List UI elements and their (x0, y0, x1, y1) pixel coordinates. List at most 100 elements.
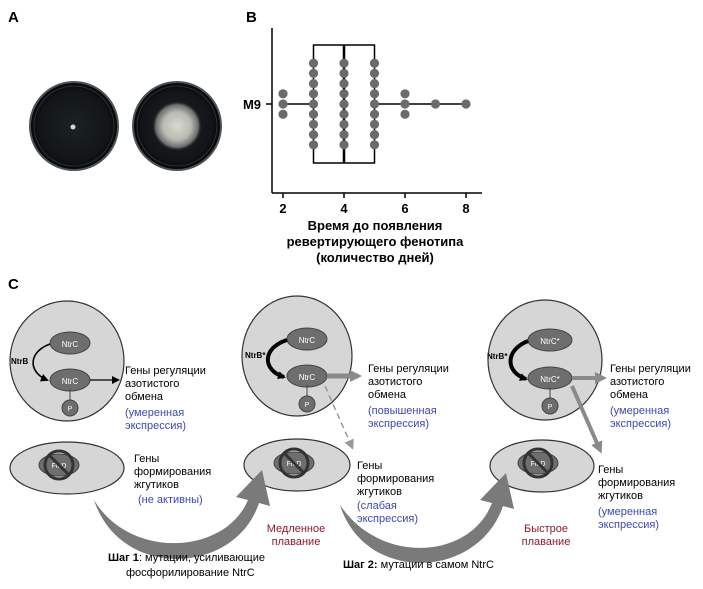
nitrogen-genes-1-line3: обмена (125, 391, 164, 403)
step-1-rest: : мутации, усиливающие (139, 552, 265, 564)
nitrogen-genes-2-line2: азотистого (368, 376, 422, 388)
step-1-caption-line1: Шаг 1: мутации, усиливающие (108, 552, 265, 564)
swim-speed-3-line1: Быстрое (524, 523, 568, 535)
no-entry-icon (522, 447, 554, 479)
swarm-box-chart: M9 2 4 6 8 Время до появления ревертирующег… (243, 28, 482, 265)
data-point (369, 79, 380, 89)
flagella-genes-1-line1: Гены (134, 453, 159, 465)
flagella-genes-2-line2: формирования (357, 473, 434, 485)
cell-body (9, 300, 125, 422)
data-point (400, 99, 410, 109)
flagella-genes-2-line3: жгутиков (357, 486, 402, 498)
cell-1: NtrC NtrC P NtrB FlhD (9, 300, 125, 495)
phosphorylation-arrow-strong (265, 338, 288, 379)
step-1-caption-line2: фосфорилирование NtrC (126, 567, 255, 579)
x-tick-label: 4 (340, 201, 348, 216)
nitrogen-expr-1-line1: (умеренная (125, 407, 184, 419)
data-point (339, 89, 349, 99)
data-point (369, 109, 380, 119)
cell-body (241, 295, 353, 417)
no-entry-icon (43, 449, 75, 481)
nitrogen-genes-1-line1: Гены регуляции (125, 365, 206, 377)
petri-dish-left (29, 81, 119, 171)
x-tick-label: 6 (401, 201, 408, 216)
flagella-genes-2-line1: Гены (357, 460, 382, 472)
data-point (339, 58, 349, 68)
swim-speed-2-line1: Медленное (267, 523, 326, 535)
x-tick-label: 2 (279, 201, 286, 216)
no-entry-icon (278, 447, 310, 479)
nitrogen-expr-2-line1: (повышенная (368, 405, 437, 417)
cell-2: NtrC NtrC P NtrB* FlhD (241, 295, 362, 492)
cell-3: NtrC* NtrC* P NtrB* FlhD (487, 299, 607, 493)
kinase-label: NtrB* (245, 351, 266, 360)
data-point (308, 79, 319, 89)
step-1-arrow (94, 470, 270, 559)
flagella-expr-3-line2: экспрессия) (598, 519, 659, 531)
data-point (308, 140, 319, 150)
nitrogen-genes-2-line3: обмена (368, 389, 407, 401)
phosphorylation-arrow (32, 343, 51, 382)
nitrogen-genes-3-line2: азотистого (610, 376, 664, 388)
flagella-expr-2-line2: экспрессия) (357, 513, 418, 525)
data-point (308, 109, 319, 119)
ntrc-protein-top (286, 327, 328, 351)
swim-speed-2-line2: плавание (272, 536, 321, 548)
panel-b-label: B (246, 9, 257, 26)
data-point (339, 109, 349, 119)
data-point (278, 109, 288, 119)
data-point (278, 99, 288, 109)
flagella-genes-1-line2: формирования (134, 466, 211, 478)
row-label-m9: M9 (243, 97, 261, 112)
flagella-expr-3-line1: (умеренная (598, 506, 657, 518)
data-point (369, 58, 380, 68)
ntrc-protein-top (49, 331, 91, 355)
step-1-bold: Шаг 1 (108, 552, 139, 564)
nitrogen-genes-3-line1: Гены регуляции (610, 363, 691, 375)
data-point (308, 99, 319, 109)
nitrogen-expr-3-line1: (умеренная (610, 405, 669, 417)
flhdc-inhibited: FlhD (517, 447, 559, 479)
ntrc-protein-top (527, 328, 573, 352)
nitrogen-expr-2-line2: экспрессия) (368, 418, 429, 430)
panel-a-label: A (8, 9, 19, 26)
nitrogen-expr-1-line2: экспрессия) (125, 420, 186, 432)
data-point (308, 119, 319, 129)
flhdc-inhibited: FlhD (38, 449, 80, 481)
x-axis-label-line1: Время до появления (308, 218, 443, 233)
data-point (308, 89, 319, 99)
nitrogen-genes-3-line3: обмена (610, 389, 649, 401)
data-point (339, 99, 349, 109)
x-axis-label-line3: (количество дней) (316, 250, 434, 265)
data-point (400, 89, 410, 99)
data-point (308, 130, 319, 140)
data-point (400, 109, 410, 119)
step-2-rest: мутации в самом NtrC (378, 559, 494, 571)
data-point (278, 89, 288, 99)
data-point (339, 130, 349, 140)
data-point (369, 140, 380, 150)
kinase-label: NtrB (11, 357, 29, 366)
x-axis-label-line2: ревертирующего фенотипа (287, 234, 465, 249)
ntrc-label-bottom: NtrC (299, 373, 316, 382)
ntrc-label-top: NtrC* (540, 337, 560, 346)
ntrc-label-bottom: NtrC (62, 377, 79, 386)
ntrc-label-bottom: NtrC* (540, 375, 560, 384)
x-tick-label: 8 (462, 201, 469, 216)
nitrogen-genes-1-line2: азотистого (125, 378, 179, 390)
data-point (369, 119, 380, 129)
flagella-expr-1: (не активны) (138, 494, 203, 506)
flagella-genes-3-line3: жгутиков (598, 490, 643, 502)
step-2-caption: Шаг 2: мутации в самом NtrC (343, 559, 494, 571)
arrow-to-flagella-genes (570, 385, 603, 454)
data-point (308, 68, 319, 78)
data-point (369, 89, 380, 99)
data-point (339, 119, 349, 129)
nitrogen-expr-3-line2: экспрессия) (610, 418, 671, 430)
data-point (339, 68, 349, 78)
flagella-genes-3-line1: Гены (598, 464, 623, 476)
flagella-genes-3-line2: формирования (598, 477, 675, 489)
data-point (369, 130, 380, 140)
nitrogen-genes-2-line1: Гены регуляции (368, 363, 449, 375)
